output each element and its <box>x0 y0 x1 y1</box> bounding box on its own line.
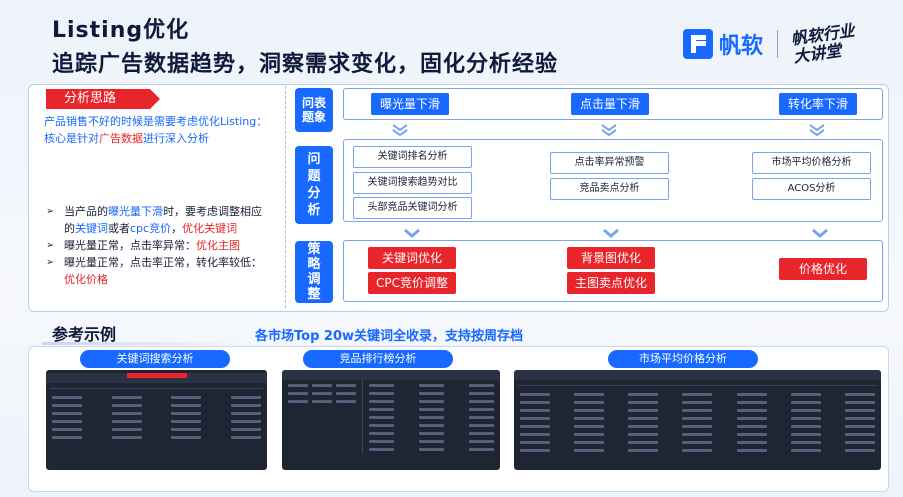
b1-cpc: cpc竞价 <box>130 222 172 235</box>
chevron-down-icon <box>404 228 420 238</box>
chevron-down-icon <box>601 124 617 136</box>
keyword-search-thumbnail[interactable] <box>46 370 267 470</box>
b1-text: 当产品的 <box>64 205 108 218</box>
b3-action: 优化价格 <box>64 273 108 286</box>
examples-underline <box>42 342 242 345</box>
market-price-thumbnail[interactable] <box>514 370 881 470</box>
fanruan-logo-icon <box>683 29 713 59</box>
analysis-market-price: 市场平均价格分析 <box>752 152 871 174</box>
analysis-competitor-selling: 竞品卖点分析 <box>550 178 669 200</box>
competitor-ranking-thumbnail[interactable] <box>282 370 500 470</box>
examples-subtitle: 各市场Top 20w关键词全收录，支持按周存档 <box>255 329 524 344</box>
row3-label-text: 策略调整 <box>307 242 321 302</box>
b1-comma: ， <box>171 222 183 235</box>
example-tab-competitor[interactable]: 竞品排行榜分析 <box>303 350 453 368</box>
bullet-1: 当产品的曝光量下滑时，要考虑调整相应的关键词或者cpc竞价，优化关键词 <box>44 203 272 237</box>
bullet-3: 曝光量正常，点击率正常，转化率较低： 优化价格 <box>44 254 272 288</box>
phenomenon-exposure-drop: 曝光量下滑 <box>371 93 449 115</box>
example-tab-market-price[interactable]: 市场平均价格分析 <box>608 350 758 368</box>
intro-text-d: 进行深入分析 <box>143 132 209 145</box>
thumb-header <box>514 370 881 380</box>
chevron-down-icon <box>392 124 408 136</box>
row-label-strategy: 策略调整 <box>295 241 333 303</box>
analysis-competitor-keyword: 头部竞品关键词分析 <box>353 197 472 219</box>
examples-title: 参考示例 <box>52 325 117 344</box>
analysis-ctr-alert: 点击率异常预警 <box>550 152 669 174</box>
b2-action: 优化主图 <box>196 239 240 252</box>
strategy-main-image: 主图卖点优化 <box>567 272 655 294</box>
row-label-analysis: 问题分析 <box>295 146 333 224</box>
thumb-header <box>46 373 267 383</box>
row1-label-text: 问表题象 <box>301 96 326 124</box>
strategy-price-optimize: 价格优化 <box>779 258 867 280</box>
chevron-down-icon <box>812 228 828 238</box>
analysis-intro: 产品销售不好的时候是需要考虑优化Listing： 核心是针对广告数据进行深入分析 <box>44 113 274 147</box>
b2-text: 曝光量正常，点击率异常： <box>64 239 196 252</box>
chevron-down-icon <box>603 228 619 238</box>
page-title: Listing优化 <box>52 18 190 43</box>
strategy-cpc-bid: CPC竞价调整 <box>368 272 456 294</box>
logo-divider <box>777 30 779 58</box>
analysis-bullets: 当产品的曝光量下滑时，要考虑调整相应的关键词或者cpc竞价，优化关键词 曝光量正… <box>44 203 272 288</box>
phenomenon-click-drop: 点击量下滑 <box>571 93 649 115</box>
phenomenon-conversion-drop: 转化率下滑 <box>779 93 857 115</box>
logo-text: 帆软 <box>719 34 764 59</box>
b1-keyword: 关键词 <box>75 222 108 235</box>
b1-action: 优化关键词 <box>182 222 238 235</box>
intro-text-b: 核心是针对 <box>44 132 99 145</box>
intro-text-a: 产品销售不好的时候是需要考虑优化Listing： <box>44 115 268 128</box>
row2-label-text: 问题分析 <box>307 152 321 218</box>
b1-text-2: 时，要考虑调整相应的 <box>64 205 262 235</box>
slogan-badge: 帆软行业 大讲堂 <box>790 21 858 67</box>
thumb-body <box>282 380 500 454</box>
strategy-keyword-optimize: 关键词优化 <box>368 247 456 269</box>
row-label-phenomenon: 问表题象 <box>295 88 333 132</box>
analysis-left-divider <box>31 86 286 308</box>
strategy-background-image: 背景图优化 <box>567 247 655 269</box>
analysis-keyword-trend: 关键词搜索趋势对比 <box>353 172 472 194</box>
bullet-2: 曝光量正常，点击率异常：优化主图 <box>44 237 272 254</box>
intro-highlight: 广告数据 <box>99 132 143 145</box>
thumb-header <box>282 370 500 380</box>
page-subtitle: 追踪广告数据趋势，洞察需求变化，固化分析经验 <box>52 52 559 77</box>
analysis-keyword-rank: 关键词排名分析 <box>353 146 472 168</box>
b1-highlight: 曝光量下滑 <box>108 205 163 218</box>
chevron-down-icon <box>809 124 825 136</box>
b1-or: 或者 <box>108 222 130 235</box>
analysis-acos: ACOS分析 <box>752 178 871 200</box>
b3-text: 曝光量正常，点击率正常，转化率较低： <box>64 256 262 269</box>
analysis-section-title: 分析思路 <box>46 89 160 109</box>
brand-logo: 帆软 帆软行业 大讲堂 <box>683 21 856 66</box>
example-tab-keyword[interactable]: 关键词搜索分析 <box>80 350 230 368</box>
